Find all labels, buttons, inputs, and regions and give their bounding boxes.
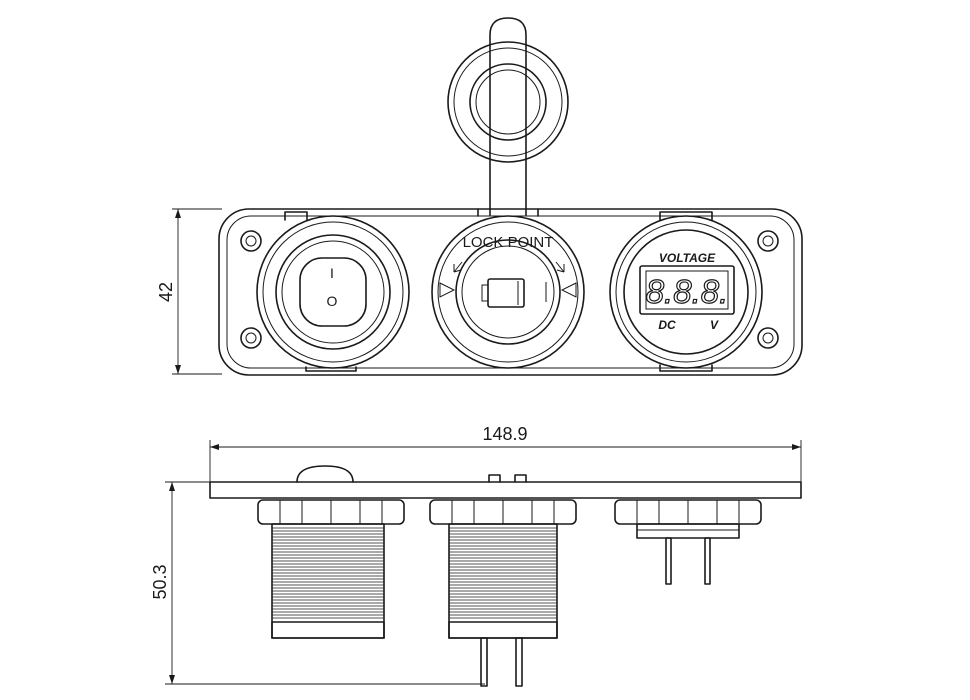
arrow-left-icon	[453, 261, 463, 273]
screw-hole-icon	[240, 230, 262, 252]
dc-label: DC	[658, 318, 676, 332]
dimension-height-front: 42	[156, 208, 222, 375]
power-socket: LOCK POINT	[431, 17, 585, 369]
switch-off-mark: O	[327, 293, 338, 309]
lock-point-label: LOCK POINT	[463, 234, 554, 251]
rocker-switch: I O	[256, 211, 410, 372]
side-view: 148.9 50.3	[150, 424, 802, 687]
dimension-label-42: 42	[156, 282, 176, 302]
screw-hole-icon	[757, 327, 779, 349]
volt-unit-label: V	[710, 318, 719, 332]
side-panel-plate	[209, 481, 802, 499]
voltage-display-digits: 8.8.8.	[646, 273, 729, 310]
dimension-label-50-3: 50.3	[150, 564, 170, 599]
voltage-title: VOLTAGE	[659, 251, 716, 265]
front-view: 42 I O	[156, 17, 803, 376]
dimension-height-side: 50.3	[150, 481, 485, 685]
cap-strap-profile	[488, 474, 527, 483]
switch-on-mark: I	[330, 265, 334, 281]
voltmeter: VOLTAGE 8.8.8. DC V	[609, 211, 763, 372]
front-panel-outline	[218, 208, 803, 376]
switch-rocker-profile	[296, 465, 354, 483]
dimension-width-side: 148.9	[209, 424, 802, 482]
triangle-marker-icon	[560, 282, 577, 298]
triangle-marker-icon	[439, 282, 456, 298]
switch-body-side	[257, 499, 405, 639]
socket-body-side	[429, 499, 577, 687]
screw-hole-icon	[757, 230, 779, 252]
voltmeter-body-side	[614, 499, 762, 585]
arrow-right-icon	[555, 261, 565, 273]
screw-hole-icon	[240, 327, 262, 349]
dimension-label-148-9: 148.9	[482, 424, 527, 444]
